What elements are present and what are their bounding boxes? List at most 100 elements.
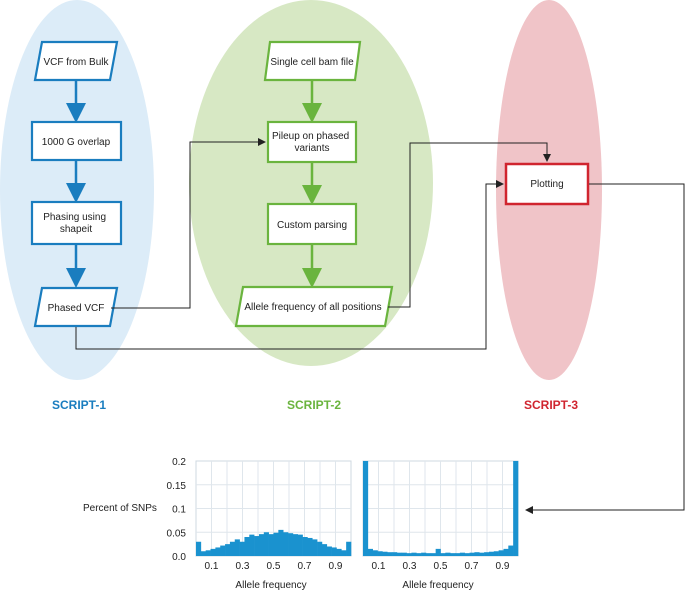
histogram-bar: [459, 552, 466, 556]
histogram-bar: [244, 537, 250, 556]
histogram-bar: [488, 551, 495, 556]
histogram-bar: [205, 550, 211, 556]
histogram-bar: [278, 529, 284, 556]
vcf-from-bulk-node: [33, 40, 119, 82]
histogram-bar: [346, 541, 352, 556]
histogram-bar: [336, 548, 342, 556]
histogram-bar: [367, 548, 373, 556]
arrow-phased-to-plotting: [75, 180, 504, 350]
allele-frequency-node: [234, 285, 394, 328]
histogram-bar: [263, 532, 269, 556]
histogram-bar: [215, 547, 221, 556]
plot2-xlabel: Allele frequency: [402, 580, 473, 591]
histogram-bar: [249, 534, 255, 556]
arrow-plotting-to-plots: [525, 183, 685, 514]
histogram-bar: [292, 534, 299, 556]
x-tick-label: 0.9: [329, 561, 343, 572]
plotting-node: [504, 162, 590, 206]
arrow-allele-to-plotting: [388, 142, 551, 308]
histogram-bar: [239, 541, 245, 556]
single-cell-bam-node: [263, 40, 362, 82]
histogram-bar: [331, 547, 337, 556]
histogram-bar: [406, 553, 412, 556]
histogram-bar: [225, 544, 231, 556]
pileup-node: [266, 120, 358, 164]
histogram-bar: [196, 541, 202, 556]
histogram-bar: [258, 534, 265, 556]
pileup-label: Pileup on phased variants: [272, 131, 352, 154]
histogram-bar: [317, 541, 323, 556]
custom-parsing-node: [266, 202, 358, 246]
histogram-bar: [273, 532, 279, 556]
histogram-bar: [220, 545, 226, 556]
x-tick-label: 0.3: [236, 561, 250, 572]
histogram-bar: [416, 553, 422, 556]
x-tick-label: 0.9: [496, 561, 510, 572]
script1-label: SCRIPT-1: [52, 398, 106, 412]
y-tick-label: 0.1: [172, 505, 186, 516]
histogram-bar: [455, 553, 461, 556]
script3-label: SCRIPT-3: [524, 398, 578, 412]
histogram-bar: [469, 552, 475, 556]
histogram-bar: [326, 546, 332, 556]
histogram-bar: [401, 552, 407, 556]
histogram-bulk: 0.1 0.3 0.5 0.7 0.9 0.2 0.15 0.1 0.05 0.0: [167, 457, 352, 572]
y-tick-label: 0.05: [167, 528, 187, 539]
y-tick-label: 0.2: [172, 457, 186, 468]
histogram-bar: [421, 552, 427, 556]
allele-frequency-label: Allele frequency of all positions: [244, 302, 381, 313]
histogram-bar: [464, 553, 470, 556]
x-tick-label: 0.1: [205, 561, 219, 572]
x-tick-label: 0.5: [267, 561, 281, 572]
phasing-shapeit-node: [30, 200, 123, 246]
phased-vcf-label: Phased VCF: [48, 303, 105, 314]
histogram-bar: [484, 552, 490, 556]
histogram-bar: [450, 553, 456, 556]
histogram-bar: [341, 550, 347, 556]
histogram-bar: [513, 461, 519, 556]
histogram-bar: [377, 551, 383, 556]
phasing-shapeit-label: Phasing using shapeit: [43, 212, 109, 235]
histogram-bar: [312, 539, 318, 556]
histogram-bar: [268, 534, 274, 556]
histogram-bar: [435, 548, 441, 556]
histogram-bar: [498, 550, 504, 556]
histogram-bar: [372, 550, 378, 556]
x-tick-label: 0.7: [465, 561, 479, 572]
plots-ylabel: Percent of SNPs: [83, 503, 157, 514]
histogram-bar: [229, 541, 236, 556]
x-tick-label: 0.1: [372, 561, 386, 572]
histogram-bar: [254, 536, 260, 556]
histogram-bar: [387, 552, 393, 556]
histogram-bar: [503, 548, 509, 556]
x-tick-label: 0.7: [298, 561, 312, 572]
vcf-from-bulk-label: VCF from Bulk: [43, 57, 109, 68]
y-tick-label: 0.0: [172, 552, 186, 563]
histogram-bar: [234, 539, 240, 556]
plotting-label: Plotting: [530, 179, 563, 190]
histogram-bar: [425, 553, 432, 556]
histogram-bar: [321, 544, 328, 556]
histogram-bar: [493, 551, 499, 556]
histogram-bar: [283, 532, 289, 556]
1000g-overlap-label: 1000 G overlap: [42, 137, 111, 148]
histogram-bar: [288, 533, 294, 556]
histogram-bar: [392, 552, 398, 556]
y-tick-label: 0.15: [167, 481, 187, 492]
histogram-bar: [307, 537, 313, 556]
histogram-bar: [440, 553, 446, 556]
1000g-overlap-node: [30, 120, 123, 162]
histogram-bar: [297, 534, 303, 556]
histogram-bar: [363, 461, 369, 556]
phased-vcf-node: [33, 286, 119, 328]
histogram-bar: [479, 552, 485, 556]
histogram-bar: [200, 551, 206, 556]
script2-label: SCRIPT-2: [287, 398, 341, 412]
custom-parsing-label: Custom parsing: [277, 220, 347, 231]
arrow-phased-to-pileup: [111, 138, 266, 309]
x-tick-label: 0.3: [403, 561, 417, 572]
histogram-bar: [302, 537, 308, 556]
histogram-bar: [411, 552, 417, 556]
